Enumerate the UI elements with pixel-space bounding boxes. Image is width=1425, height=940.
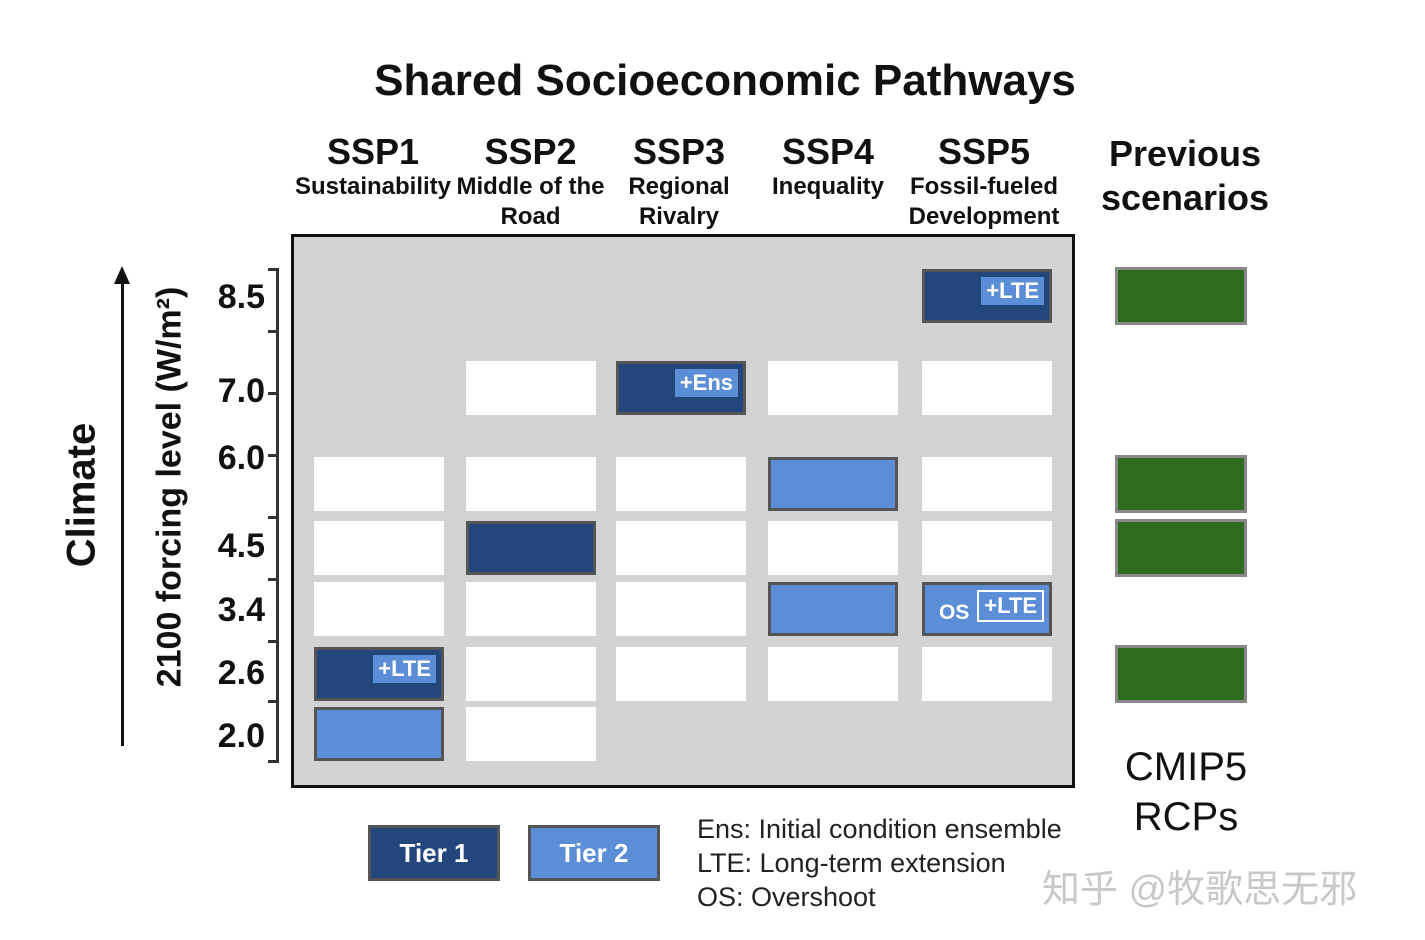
forcing-axis-label: 2100 forcing level (W/m²)	[150, 286, 189, 688]
climate-axis-label: Climate	[59, 422, 104, 568]
scenario-cell-ssp3-4_5	[616, 521, 746, 575]
scenario-cell-ssp2-2_6	[466, 647, 596, 701]
scenario-cell-ssp2-6_0	[466, 457, 596, 511]
column-header-ssp2: SSP2 Middle of the Road	[453, 132, 608, 232]
cell-tag: +LTE	[977, 590, 1044, 622]
column-header-ssp5: SSP5 Fossil-fueled Development	[894, 132, 1074, 232]
cell-tag: +Ens	[674, 369, 738, 397]
scenario-cell-ssp2-2_0	[466, 707, 596, 761]
scenario-cell-ssp1-2_0	[314, 707, 444, 761]
scenario-cell-ssp4-6_0	[768, 457, 898, 511]
y-tick	[268, 578, 278, 581]
column-header-ssp3: SSP3 Regional Rivalry	[594, 132, 764, 232]
scenario-cell-ssp3-3_4	[616, 582, 746, 636]
column-subtitle: Fossil-fueled Development	[908, 173, 1060, 230]
climate-arrow-head	[114, 266, 130, 284]
scenario-cell-ssp1-4_5	[314, 521, 444, 575]
column-subtitle: Sustainability	[294, 173, 452, 200]
column-header-ssp1: SSP1 Sustainability	[288, 132, 458, 202]
scenario-cell-ssp4-2_6	[768, 647, 898, 701]
cmip5-rcps-label: CMIP5 RCPs	[1124, 745, 1248, 839]
note-ens: Ens: Initial condition ensemble	[697, 814, 1062, 844]
column-subtitle: Middle of the Road	[456, 173, 605, 230]
climate-arrow-shaft	[121, 280, 124, 746]
y-tick-label: 2.6	[217, 654, 265, 692]
rcp-box-4_5	[1115, 519, 1247, 577]
legend-tier1: Tier 1	[368, 825, 500, 881]
y-tick-label: 6.0	[217, 439, 265, 477]
y-tick-label: 8.5	[217, 278, 265, 316]
column-name: SSP1	[326, 131, 420, 172]
scenario-cell-ssp5-3_4: +LTE OS	[922, 582, 1052, 636]
scenario-cell-ssp3-6_0	[616, 457, 746, 511]
note-os: OS: Overshoot	[697, 882, 876, 912]
scenario-cell-ssp4-3_4	[768, 582, 898, 636]
scenario-cell-ssp1-3_4	[314, 582, 444, 636]
y-axis-line	[276, 268, 279, 763]
note-lte: LTE: Long-term extension	[697, 848, 1006, 878]
scenario-cell-ssp2-3_4	[466, 582, 596, 636]
scenario-cell-ssp2-4_5	[466, 521, 596, 575]
y-tick	[268, 516, 278, 519]
y-tick	[268, 700, 278, 703]
y-tick	[268, 268, 278, 271]
y-tick-label: 4.5	[217, 527, 265, 565]
rcp-box-6_0	[1115, 455, 1247, 513]
scenario-cell-ssp5-6_0	[922, 457, 1052, 511]
previous-scenarios-header: Previous scenarios	[1100, 133, 1270, 218]
column-name: SSP2	[484, 131, 577, 172]
column-subtitle: Regional Rivalry	[628, 173, 730, 230]
cell-os-tag: OS	[939, 601, 970, 624]
rcp-box-2_6	[1115, 645, 1247, 703]
watermark: 知乎 @牧歌思无邪	[1042, 869, 1358, 911]
y-tick	[268, 330, 278, 333]
column-name: SSP4	[781, 131, 875, 172]
column-header-ssp4: SSP4 Inequality	[743, 132, 913, 202]
scenario-cell-ssp5-4_5	[922, 521, 1052, 575]
y-tick	[268, 454, 278, 457]
scenario-matrix-panel: +LTE +Ens +LTE OS +LTE	[291, 234, 1075, 788]
y-tick-label: 2.0	[217, 717, 265, 755]
scenario-cell-ssp4-7_0	[768, 361, 898, 415]
column-subtitle: Inequality	[771, 173, 885, 200]
scenario-cell-ssp5-7_0	[922, 361, 1052, 415]
column-name: SSP5	[937, 131, 1031, 172]
rcp-box-8_5	[1115, 267, 1247, 325]
scenario-cell-ssp5-8_5: +LTE	[922, 269, 1052, 323]
legend-tier2: Tier 2	[528, 825, 660, 881]
cell-tag: +LTE	[981, 277, 1044, 305]
y-tick	[268, 640, 278, 643]
y-tick-label: 3.4	[217, 591, 265, 629]
cell-tag: +LTE	[373, 655, 436, 683]
scenario-cell-ssp2-7_0	[466, 361, 596, 415]
y-tick	[268, 760, 278, 763]
column-name: SSP3	[632, 131, 726, 172]
scenario-cell-ssp4-4_5	[768, 521, 898, 575]
scenario-cell-ssp5-2_6	[922, 647, 1052, 701]
scenario-cell-ssp3-7_0: +Ens	[616, 361, 746, 415]
y-tick-label: 7.0	[217, 372, 265, 410]
y-tick	[268, 392, 278, 395]
scenario-cell-ssp1-6_0	[314, 457, 444, 511]
diagram-title: Shared Socioeconomic Pathways	[374, 56, 1076, 105]
scenario-cell-ssp3-2_6	[616, 647, 746, 701]
scenario-cell-ssp1-2_6: +LTE	[314, 647, 444, 701]
legend-notes: Ens: Initial condition ensemble LTE: Lon…	[697, 812, 1062, 914]
